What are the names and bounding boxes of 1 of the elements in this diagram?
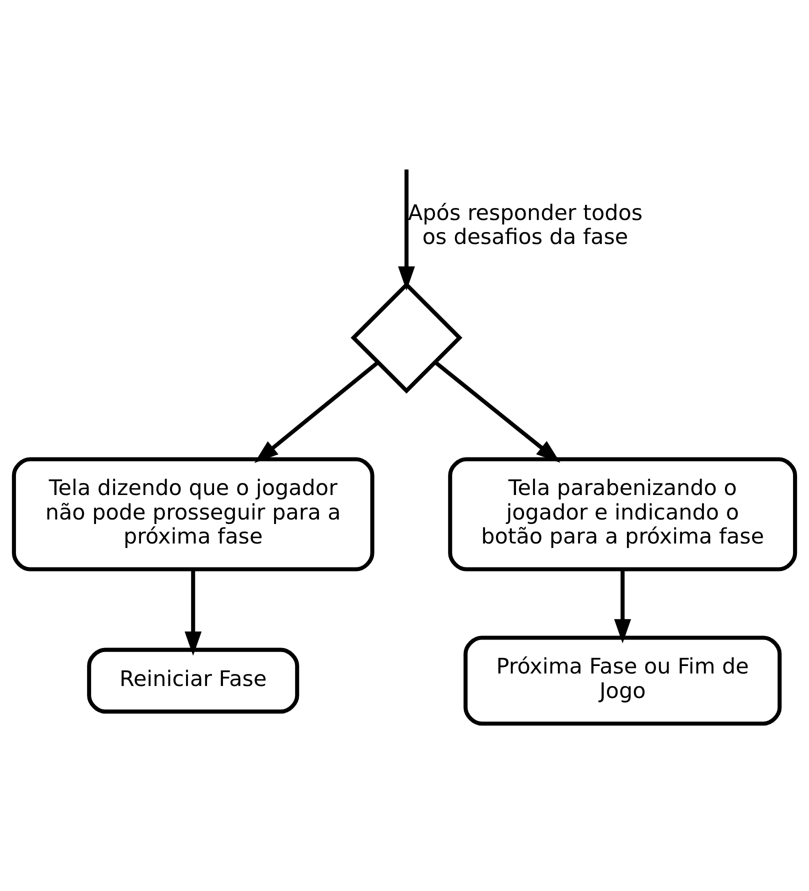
edge-label: Após responder todos os desafios da fase: [408, 200, 643, 250]
